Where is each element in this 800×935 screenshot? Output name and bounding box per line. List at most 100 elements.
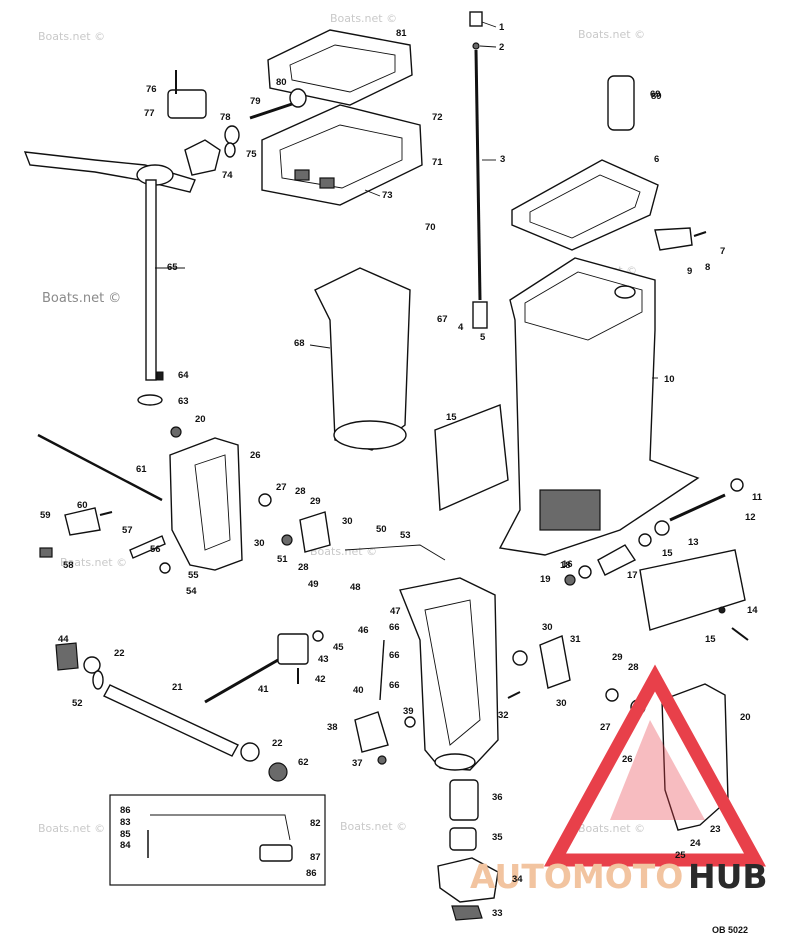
callout-18: 18 [560,560,571,571]
part-40 [379,639,385,701]
callout-19: 19 [540,574,551,585]
part-64 [156,371,164,381]
callout-34: 34 [512,874,523,885]
part-32 [507,691,521,699]
inset-box [109,794,326,886]
callout-74: 74 [222,170,233,181]
part-43 [277,633,309,665]
callout-63: 63 [178,396,189,407]
callout-20a: 20 [195,414,206,425]
watermark: Boats.net © [38,822,105,835]
part-20 [170,426,182,438]
watermark: Boats.net © [340,820,407,833]
callout-28a: 28 [295,486,306,497]
callout-83: 83 [120,817,131,828]
callout-26a: 26 [250,450,261,461]
part-65-tube [145,179,157,381]
part-19 [564,574,576,586]
part-63-washer [137,394,163,406]
callout-54: 54 [186,586,197,597]
callout-37: 37 [352,758,363,769]
callout-27a: 27 [276,482,287,493]
part-15-plate-left [434,404,509,512]
part-80 [289,88,307,108]
part-57-spring [129,535,166,559]
callout-84: 84 [120,840,131,851]
callout-89: 89 [651,91,662,102]
part-13 [654,520,670,536]
callout-55: 55 [188,570,199,581]
callout-1: 1 [499,22,505,33]
part-28-right [605,688,619,702]
callout-15b: 15 [662,548,673,559]
callout-30d: 30 [556,698,567,709]
callout-10: 10 [664,374,675,385]
part-4 [472,301,488,329]
callout-layer: 1 2 3 4 5 6 7 8 9 10 11 12 13 14 15 15 1… [40,22,763,919]
part-11 [730,478,744,492]
part-27 [258,493,272,507]
callout-66a: 66 [389,622,400,633]
callout-29a: 29 [310,496,321,507]
part-52 [92,670,104,690]
callout-43: 43 [318,654,329,665]
callout-82: 82 [310,818,321,829]
part-39 [404,716,416,728]
part-60 [99,511,113,516]
part-37 [377,755,387,765]
part-3-rod [474,49,482,301]
leader-lines [155,21,658,379]
part-87 [259,844,293,862]
callout-59: 59 [40,510,51,521]
part-16 [638,533,652,547]
callout-28c: 28 [628,662,639,673]
part-14 [731,627,749,641]
part-1 [469,11,483,27]
callout-4: 4 [458,322,464,333]
part-61-rod [37,433,163,502]
watermark: Boats.net © [60,556,127,569]
logo: AUTOMOTO HUB [470,664,768,896]
callout-2: 2 [499,42,504,53]
callout-11: 11 [752,492,763,503]
callout-8: 8 [705,262,710,273]
part-7 [693,231,707,237]
callout-12: 12 [745,512,756,523]
callout-71: 71 [432,157,443,168]
part-73-plate [261,104,423,206]
part-21-swivel [399,577,499,771]
callout-62: 62 [298,757,309,768]
callout-78: 78 [220,112,231,123]
callout-33: 33 [492,908,503,919]
callout-14: 14 [747,605,758,616]
callout-52: 52 [72,698,83,709]
callout-27b: 27 [600,722,611,733]
callout-20b: 20 [740,712,751,723]
callout-60: 60 [77,500,88,511]
callout-58: 58 [63,560,74,571]
part-69 [607,75,635,131]
part-77-bracket [167,89,207,119]
callout-35: 35 [492,832,503,843]
callout-87: 87 [310,852,321,863]
part-59 [64,507,101,536]
logo-text-automoto: AUTOMOTO [470,857,683,896]
part-38 [354,711,389,753]
callout-30b: 30 [254,538,265,549]
watermark: Boats.net © [38,30,105,43]
callout-32: 32 [498,710,509,721]
part-78-washer [224,125,240,145]
callout-75: 75 [246,149,257,160]
part-17 [597,544,637,576]
part-58 [39,547,53,558]
part-29 [512,650,528,666]
callout-86a: 86 [120,805,131,816]
part-12-bolt [669,493,726,522]
part-28 [299,511,331,553]
part-62 [268,762,288,782]
callout-66c: 66 [389,680,400,691]
callout-72: 72 [432,112,443,123]
callout-26b: 26 [622,754,633,765]
part-53 [344,544,446,561]
callout-15a: 15 [446,412,457,423]
